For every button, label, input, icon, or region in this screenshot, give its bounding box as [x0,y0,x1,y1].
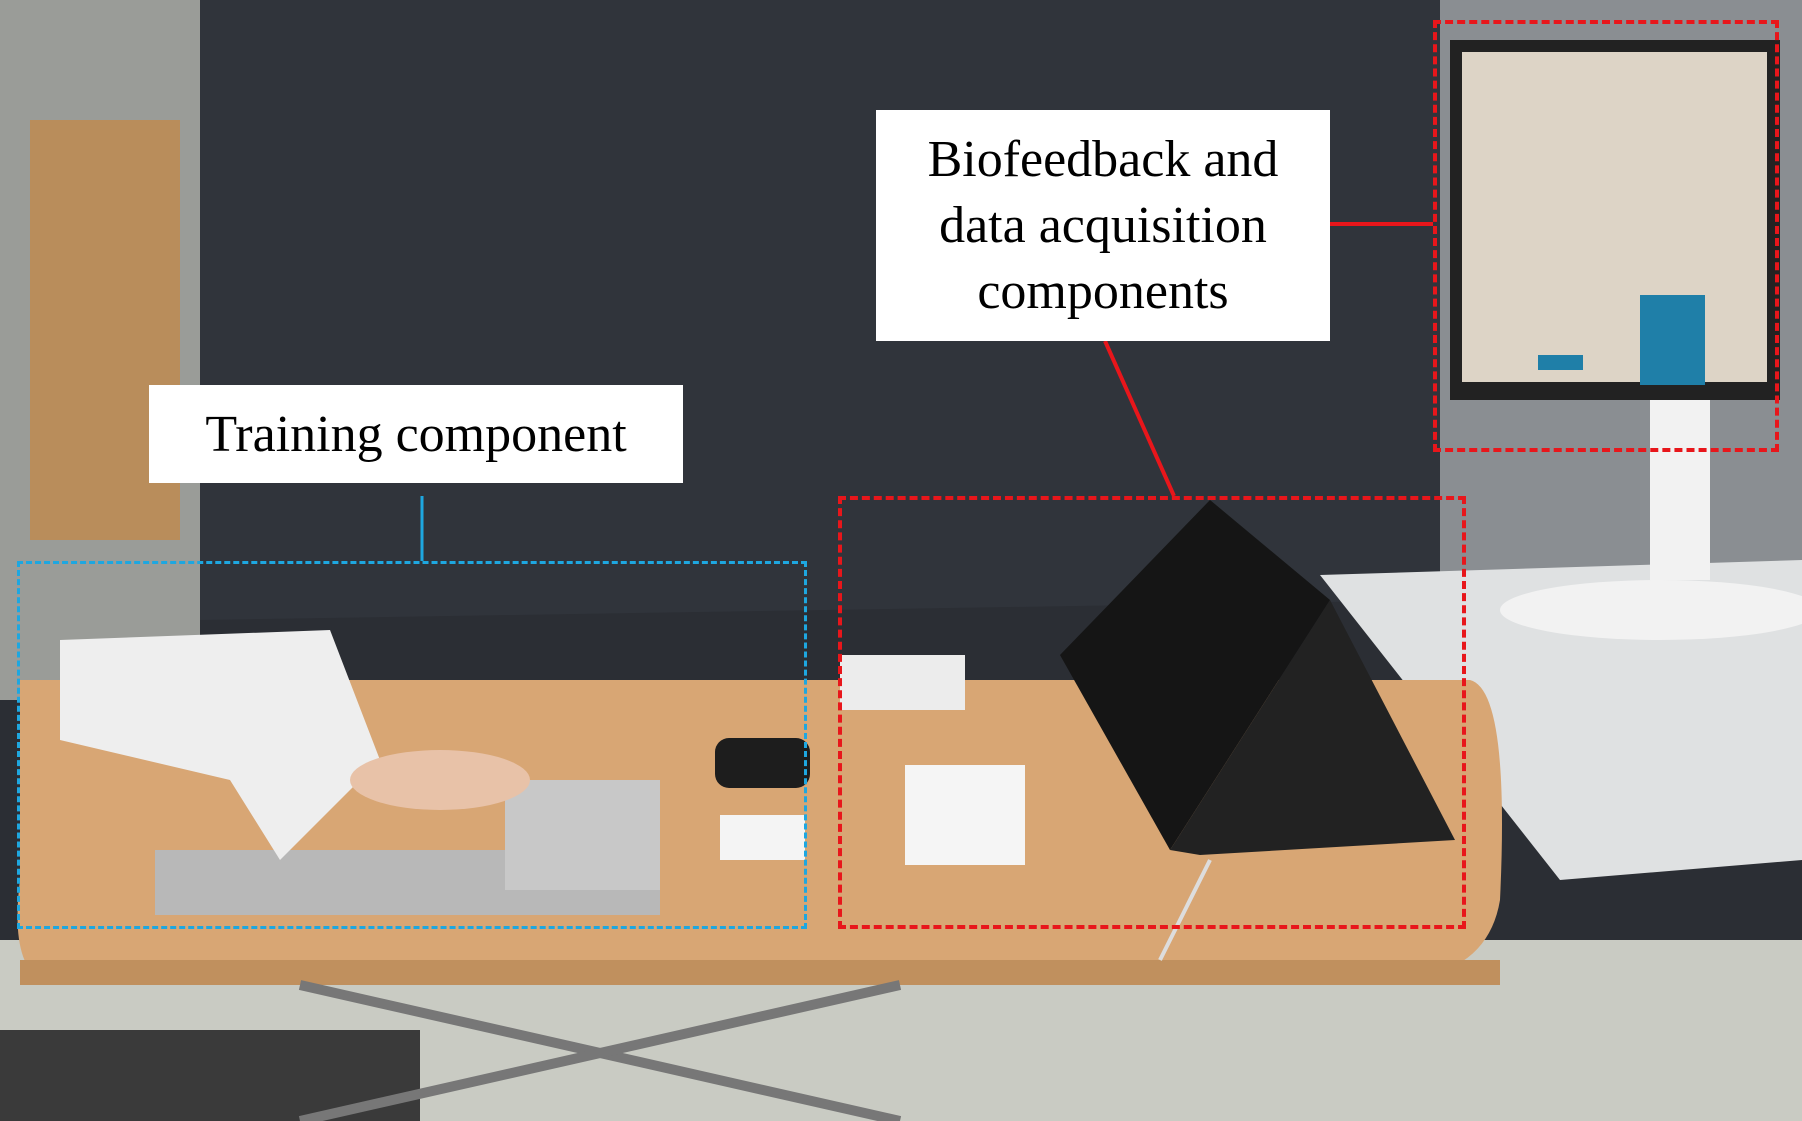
table-leg [298,980,902,1121]
laptop-connector-line [1103,340,1176,497]
training-label-text: Training component [205,405,627,463]
training-component-label: Training component [149,385,683,483]
screen-bar [1640,295,1705,385]
hand-model [350,750,530,810]
sensor-module [720,815,805,860]
biofeedback-label: Biofeedback and data acquisition compone… [876,110,1330,341]
amplifier-box [840,655,965,710]
hand-orthosis [60,630,380,860]
training-component-region [17,561,807,929]
bio-label-line-3: components [977,262,1229,320]
daq-device [905,765,1025,865]
heat-sink [505,780,660,890]
bio-label-line-1: Biofeedback and [927,130,1279,188]
laptop-keyboard [1170,600,1455,855]
side-table [1320,560,1802,880]
monitor-screen [1462,52,1767,382]
laptop-lid [1060,500,1330,850]
laptop-daq-region [838,496,1466,929]
monitor-stand [1650,400,1710,580]
table-edge [20,960,1500,985]
power-adapter [715,738,810,788]
bio-label-line-2: data acquisition [939,196,1267,254]
monitor-region [1433,20,1779,452]
screen-bar-small [1538,355,1583,370]
monitor-base [1500,580,1802,640]
